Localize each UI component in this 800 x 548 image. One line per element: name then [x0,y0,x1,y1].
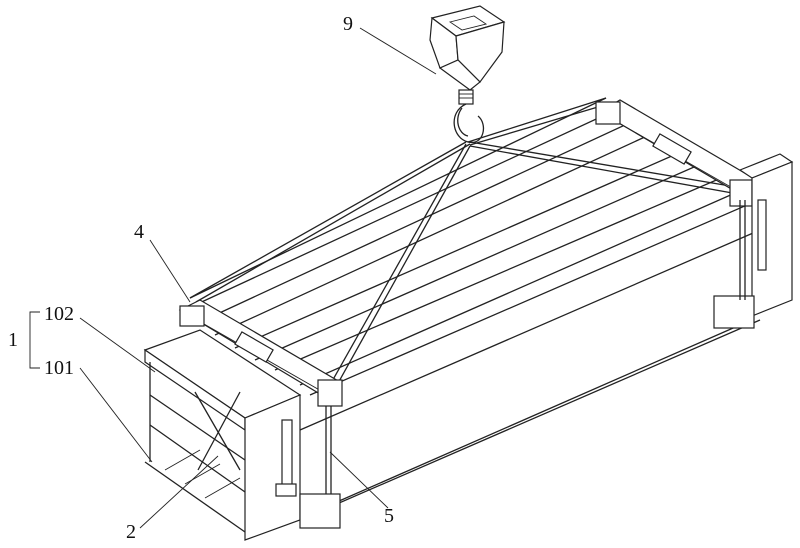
longitudinal-beams [179,107,771,521]
label-1: 1 [8,329,18,351]
label-2: 2 [126,521,136,543]
label-9: 9 [343,13,353,35]
hook-block [429,5,506,144]
label-5: 5 [384,505,394,527]
cross-rails [178,99,762,407]
leader-lines [29,27,437,529]
label-101: 101 [44,357,74,379]
slings [189,97,743,500]
rear-end-frame [713,153,794,329]
front-end-frame [143,329,341,541]
label-4: 4 [134,221,144,243]
label-102: 102 [44,303,74,325]
